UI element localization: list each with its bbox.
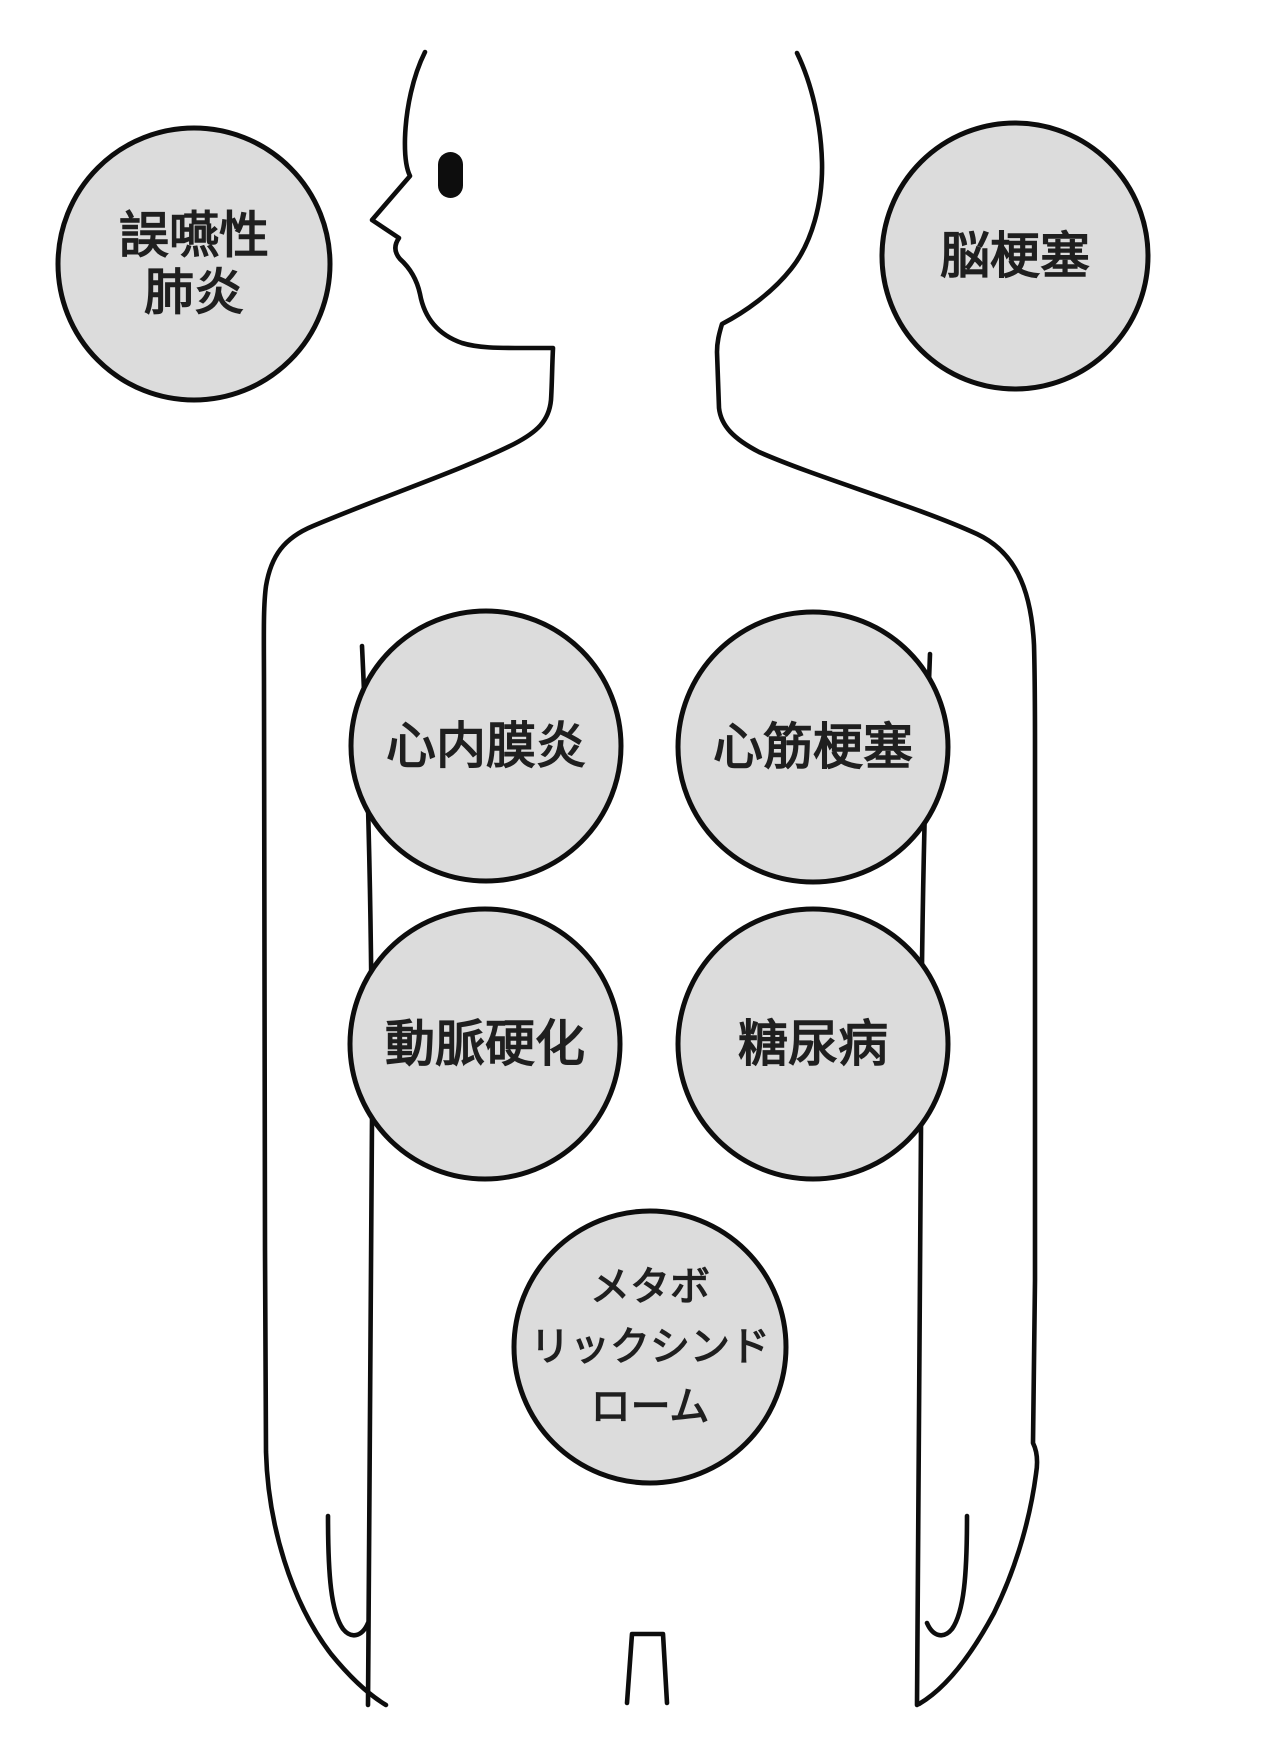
disease-circle-arteriosclerosis: 動脈硬化 bbox=[347, 906, 623, 1182]
disease-circle-metabolic-syndrome: メタボリックシンドローム bbox=[511, 1208, 789, 1486]
disease-label-line: ローム bbox=[591, 1384, 710, 1430]
disease-label-endocarditis: 心内膜炎 bbox=[386, 717, 586, 775]
disease-label-line: 誤嚥性 bbox=[119, 207, 269, 265]
disease-label-arteriosclerosis: 動脈硬化 bbox=[385, 1015, 585, 1073]
head-back-and-right-side-outline bbox=[714, 50, 1040, 1707]
disease-label-diabetes: 糖尿病 bbox=[738, 1015, 888, 1073]
disease-circle-shape bbox=[675, 906, 951, 1182]
disease-circle-diabetes: 糖尿病 bbox=[675, 906, 951, 1182]
disease-label-line: 糖尿病 bbox=[738, 1015, 888, 1073]
disease-label-line: 脳梗塞 bbox=[940, 227, 1090, 285]
disease-label-metabolic-syndrome: メタボリックシンドローム bbox=[530, 1264, 770, 1430]
disease-label-cerebral-infarction: 脳梗塞 bbox=[940, 227, 1090, 285]
disease-circle-endocarditis: 心内膜炎 bbox=[348, 608, 624, 884]
disease-circle-shape bbox=[348, 608, 624, 884]
face-and-left-side-outline bbox=[261, 49, 556, 1708]
disease-label-line: 心内膜炎 bbox=[386, 717, 586, 775]
disease-circle-shape bbox=[511, 1208, 789, 1486]
disease-label-line: 心筋梗塞 bbox=[713, 718, 913, 776]
disease-label-line: 肺炎 bbox=[144, 264, 244, 322]
legs-notch bbox=[624, 1631, 670, 1706]
disease-circle-myocardial-infarction: 心筋梗塞 bbox=[675, 609, 951, 885]
disease-circle-shape bbox=[675, 609, 951, 885]
right-thumb-line bbox=[924, 1513, 970, 1638]
disease-circle-shape bbox=[55, 125, 333, 403]
eye-icon bbox=[438, 152, 463, 198]
left-thumb-line bbox=[325, 1513, 371, 1638]
disease-label-line: メタボ bbox=[590, 1264, 710, 1310]
disease-label-line: リックシンド bbox=[530, 1324, 770, 1370]
disease-circle-shape bbox=[347, 906, 623, 1182]
disease-label-line: 動脈硬化 bbox=[385, 1015, 585, 1073]
disease-label-myocardial-infarction: 心筋梗塞 bbox=[713, 718, 913, 776]
disease-circle-cerebral-infarction: 脳梗塞 bbox=[879, 120, 1151, 392]
disease-circle-shape bbox=[879, 120, 1151, 392]
disease-circle-aspiration-pneumonia: 誤嚥性肺炎 bbox=[55, 125, 333, 403]
disease-label-aspiration-pneumonia: 誤嚥性肺炎 bbox=[119, 207, 269, 322]
